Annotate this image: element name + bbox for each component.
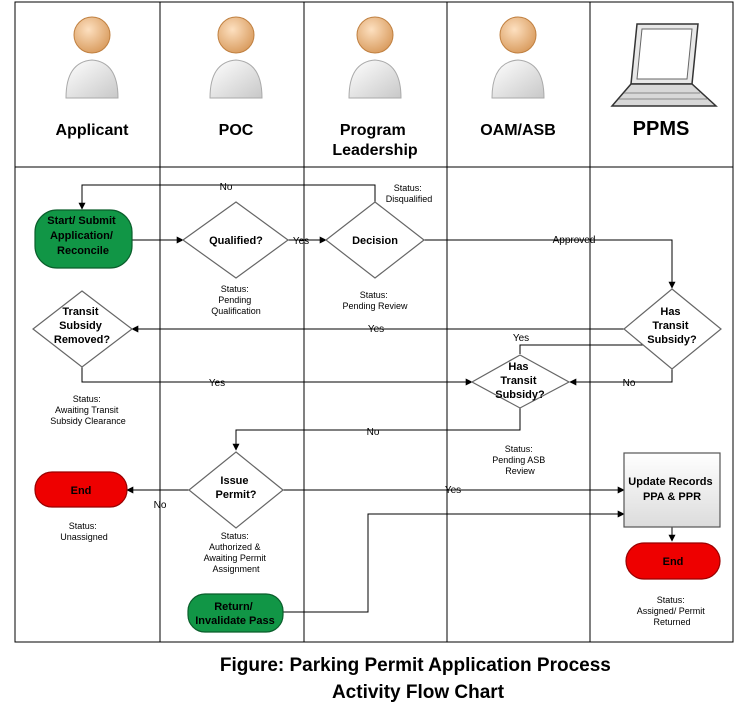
edge-label-yes-up: Yes — [513, 333, 529, 344]
edge-removed-yes — [81, 367, 473, 386]
edge-decision-no — [78, 184, 376, 214]
svg-text:Return/ Invalidate Pass: Return/ Invalidate Pass — [195, 601, 275, 627]
edge-label-no-top: No — [220, 182, 233, 193]
end-ppms-node: End — [625, 542, 721, 580]
edge-label-yes-qualified: Yes — [293, 236, 309, 247]
svg-text:Update Records PPA & PPR: Update Records PPA & PPR — [628, 476, 715, 503]
decision-diamond: Decision — [325, 201, 425, 279]
swimlane-grid — [14, 1, 734, 643]
svg-text:End: End — [663, 556, 684, 568]
edge-label-no-ppms: No — [623, 378, 636, 389]
edge-approved — [424, 239, 676, 289]
lane-title-applicant: Applicant — [56, 122, 130, 139]
edge-label-yes-issue: Yes — [445, 485, 461, 496]
has-subsidy-asb-decision: Has Transit Subsidy? — [470, 354, 571, 409]
edge-return — [283, 510, 625, 613]
lane-title-ppms: PPMS — [633, 118, 690, 140]
person-icon — [491, 16, 545, 99]
edge-label-no-asb: No — [367, 427, 380, 438]
edge-ppms-no — [569, 369, 673, 386]
status-pending-review: Status: Pending Review — [342, 290, 408, 311]
status-authorized: Status: Authorized & Awaiting Permit Ass… — [204, 531, 269, 574]
lane-title-poc: POC — [219, 122, 254, 139]
update-records-box: Update Records PPA & PPR — [623, 452, 721, 528]
svg-text:Qualified?: Qualified? — [209, 235, 263, 247]
svg-text:Transit Subsidy Re: Transit Subsidy Removed? — [54, 306, 111, 346]
status-pending-asb: Status: Pending ASB Review — [492, 444, 548, 476]
status-awaiting-clearance: Status: Awaiting Transit Subsidy Clearan… — [50, 394, 126, 426]
has-subsidy-ppms-decision: Has Transit Subsidy? — [623, 288, 722, 370]
start-node: Start/ Submit Application/ Reconcile — [34, 209, 133, 269]
laptop-icon — [610, 23, 718, 107]
return-pass-node: Return/ Invalidate Pass — [187, 593, 284, 633]
subsidy-removed-decision: Transit Subsidy Removed? — [32, 290, 133, 368]
svg-text:Start/ Submit Applicatio: Start/ Submit Application/ Reconcile — [47, 215, 119, 257]
status-pending-qualification: Status: Pending Qualification — [211, 284, 261, 316]
svg-text:End: End — [71, 485, 92, 497]
edge-label-approved: Approved — [553, 235, 596, 246]
status-unassigned: Status: Unassigned — [60, 521, 108, 542]
lane-title-program-leadership: Program Leadership — [332, 122, 418, 159]
edge-asb-no — [232, 406, 521, 451]
edge-label-yes-subsidy: Yes — [368, 324, 384, 335]
issue-permit-decision: Issue Permit? — [188, 451, 284, 529]
svg-text:Has Transit Subsid: Has Transit Subsidy? — [647, 306, 697, 346]
person-icon — [209, 16, 263, 99]
status-disqualified: Status: Disqualified — [386, 183, 433, 204]
status-assigned: Status: Assigned/ Permit Returned — [637, 595, 708, 627]
person-icon — [65, 16, 119, 99]
person-icon — [348, 16, 402, 99]
svg-text:Issue Permit?: Issue Permit? — [216, 475, 257, 501]
figure-caption: Figure: Parking Permit Application Proce… — [220, 655, 616, 703]
svg-text:Decision: Decision — [352, 235, 398, 247]
connectors — [78, 184, 676, 613]
lane-title-oam-asb: OAM/ASB — [480, 122, 556, 139]
edge-label-no-issue: No — [154, 500, 167, 511]
svg-text:Has Transit Subsid: Has Transit Subsidy? — [495, 361, 545, 401]
edge-label-yes-removed: Yes — [209, 378, 225, 389]
end-applicant-node: End — [34, 471, 128, 508]
qualified-decision: Qualified? — [181, 201, 290, 279]
edge-yes-up — [519, 341, 673, 354]
